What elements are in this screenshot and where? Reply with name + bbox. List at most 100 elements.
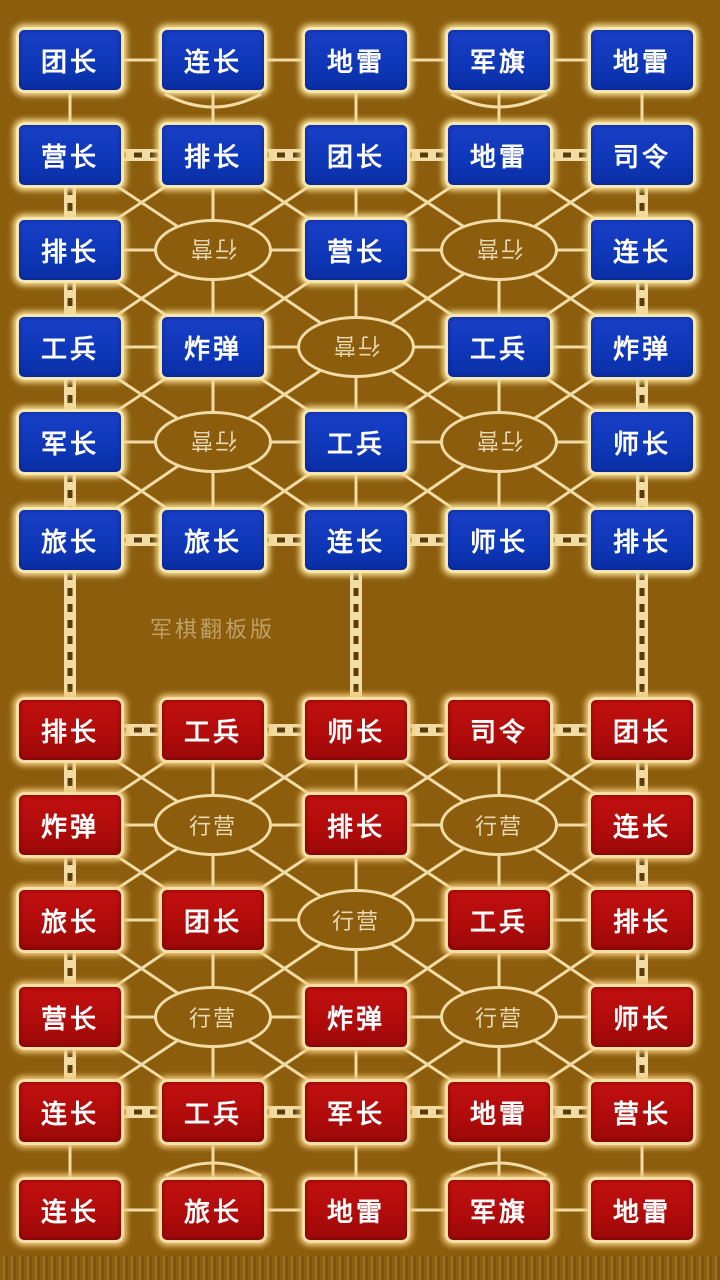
piece-label: 地雷	[326, 1197, 385, 1228]
piece-label: 军长	[40, 429, 99, 460]
piece-label: 工兵	[183, 1099, 242, 1130]
red-piece-r5-c4[interactable]: 地雷	[445, 1079, 553, 1145]
red-piece-r6-c5[interactable]: 地雷	[588, 1177, 696, 1243]
red-camp-r4-c4[interactable]: 行营	[440, 986, 558, 1048]
piece-label: 炸弹	[326, 1004, 385, 1035]
piece-label: 地雷	[326, 47, 385, 78]
red-piece-r1-c1[interactable]: 排长	[16, 697, 124, 763]
camp-label: 行营	[331, 332, 380, 357]
blue-piece-r6-c2[interactable]: 旅长	[159, 507, 267, 573]
piece-label: 地雷	[469, 142, 528, 173]
blue-piece-r4-c5[interactable]: 炸弹	[588, 314, 696, 380]
red-piece-r6-c2[interactable]: 旅长	[159, 1177, 267, 1243]
red-camp-r2-c2[interactable]: 行营	[154, 794, 272, 856]
camp-label: 行营	[188, 815, 237, 840]
blue-piece-r2-c5[interactable]: 司令	[588, 122, 696, 188]
blue-piece-r1-c2[interactable]: 连长	[159, 27, 267, 93]
blue-piece-r5-c5[interactable]: 师长	[588, 409, 696, 475]
piece-label: 排长	[40, 717, 99, 748]
camp-label: 行营	[474, 427, 523, 452]
blue-piece-r5-c3[interactable]: 工兵	[302, 409, 410, 475]
piece-label: 团长	[326, 142, 385, 173]
red-piece-r6-c1[interactable]: 连长	[16, 1177, 124, 1243]
piece-label: 炸弹	[612, 334, 671, 365]
blue-piece-r5-c1[interactable]: 军长	[16, 409, 124, 475]
blue-piece-r3-c5[interactable]: 连长	[588, 217, 696, 283]
camp-label: 行营	[188, 427, 237, 452]
red-piece-r5-c5[interactable]: 营长	[588, 1079, 696, 1145]
red-piece-r6-c3[interactable]: 地雷	[302, 1177, 410, 1243]
piece-label: 地雷	[612, 1197, 671, 1228]
red-piece-r3-c4[interactable]: 工兵	[445, 887, 553, 953]
red-piece-r2-c5[interactable]: 连长	[588, 792, 696, 858]
red-camp-r2-c4[interactable]: 行营	[440, 794, 558, 856]
blue-piece-r2-c1[interactable]: 营长	[16, 122, 124, 188]
piece-label: 军旗	[469, 47, 528, 78]
red-piece-r4-c3[interactable]: 炸弹	[302, 984, 410, 1050]
red-piece-r6-c4[interactable]: 军旗	[445, 1177, 553, 1243]
piece-label: 旅长	[40, 907, 99, 938]
red-piece-r3-c1[interactable]: 旅长	[16, 887, 124, 953]
piece-label: 旅长	[40, 527, 99, 558]
red-piece-r2-c3[interactable]: 排长	[302, 792, 410, 858]
blue-piece-r2-c3[interactable]: 团长	[302, 122, 410, 188]
blue-piece-r1-c3[interactable]: 地雷	[302, 27, 410, 93]
camp-label: 行营	[474, 235, 523, 260]
blue-piece-r6-c4[interactable]: 师长	[445, 507, 553, 573]
piece-label: 营长	[326, 237, 385, 268]
red-piece-r5-c2[interactable]: 工兵	[159, 1079, 267, 1145]
piece-label: 地雷	[612, 47, 671, 78]
red-piece-r1-c3[interactable]: 师长	[302, 697, 410, 763]
piece-label: 排长	[612, 907, 671, 938]
piece-label: 排长	[40, 237, 99, 268]
camp-label: 行营	[474, 1007, 523, 1032]
red-piece-r3-c2[interactable]: 团长	[159, 887, 267, 953]
red-piece-r4-c5[interactable]: 师长	[588, 984, 696, 1050]
piece-label: 军旗	[469, 1197, 528, 1228]
piece-label: 工兵	[326, 429, 385, 460]
blue-camp-r4-c3[interactable]: 行营	[297, 316, 415, 378]
blue-camp-r3-c2[interactable]: 行营	[154, 219, 272, 281]
blue-piece-r2-c4[interactable]: 地雷	[445, 122, 553, 188]
blue-piece-r4-c2[interactable]: 炸弹	[159, 314, 267, 380]
piece-label: 营长	[40, 142, 99, 173]
blue-piece-r3-c3[interactable]: 营长	[302, 217, 410, 283]
piece-label: 团长	[612, 717, 671, 748]
blue-piece-r2-c2[interactable]: 排长	[159, 122, 267, 188]
blue-piece-r6-c3[interactable]: 连长	[302, 507, 410, 573]
red-camp-r3-c3[interactable]: 行营	[297, 889, 415, 951]
blue-piece-r4-c4[interactable]: 工兵	[445, 314, 553, 380]
blue-piece-r1-c1[interactable]: 团长	[16, 27, 124, 93]
blue-piece-r1-c4[interactable]: 军旗	[445, 27, 553, 93]
piece-label: 营长	[40, 1004, 99, 1035]
red-piece-r2-c1[interactable]: 炸弹	[16, 792, 124, 858]
piece-label: 师长	[612, 429, 671, 460]
camp-label: 行营	[474, 815, 523, 840]
blue-piece-r6-c5[interactable]: 排长	[588, 507, 696, 573]
piece-label: 排长	[612, 527, 671, 558]
camp-label: 行营	[331, 910, 380, 935]
piece-label: 旅长	[183, 527, 242, 558]
red-piece-r3-c5[interactable]: 排长	[588, 887, 696, 953]
red-piece-r4-c1[interactable]: 营长	[16, 984, 124, 1050]
blue-piece-r1-c5[interactable]: 地雷	[588, 27, 696, 93]
piece-label: 团长	[183, 907, 242, 938]
red-piece-r1-c4[interactable]: 司令	[445, 697, 553, 763]
red-piece-r1-c2[interactable]: 工兵	[159, 697, 267, 763]
piece-label: 工兵	[469, 334, 528, 365]
blue-piece-r4-c1[interactable]: 工兵	[16, 314, 124, 380]
piece-label: 司令	[612, 142, 671, 173]
blue-camp-r5-c2[interactable]: 行营	[154, 411, 272, 473]
piece-label: 炸弹	[40, 812, 99, 843]
blue-camp-r5-c4[interactable]: 行营	[440, 411, 558, 473]
blue-camp-r3-c4[interactable]: 行营	[440, 219, 558, 281]
blue-piece-r6-c1[interactable]: 旅长	[16, 507, 124, 573]
red-piece-r5-c1[interactable]: 连长	[16, 1079, 124, 1145]
red-piece-r5-c3[interactable]: 军长	[302, 1079, 410, 1145]
piece-label: 旅长	[183, 1197, 242, 1228]
red-piece-r1-c5[interactable]: 团长	[588, 697, 696, 763]
camp-label: 行营	[188, 1007, 237, 1032]
red-camp-r4-c2[interactable]: 行营	[154, 986, 272, 1048]
blue-piece-r3-c1[interactable]: 排长	[16, 217, 124, 283]
